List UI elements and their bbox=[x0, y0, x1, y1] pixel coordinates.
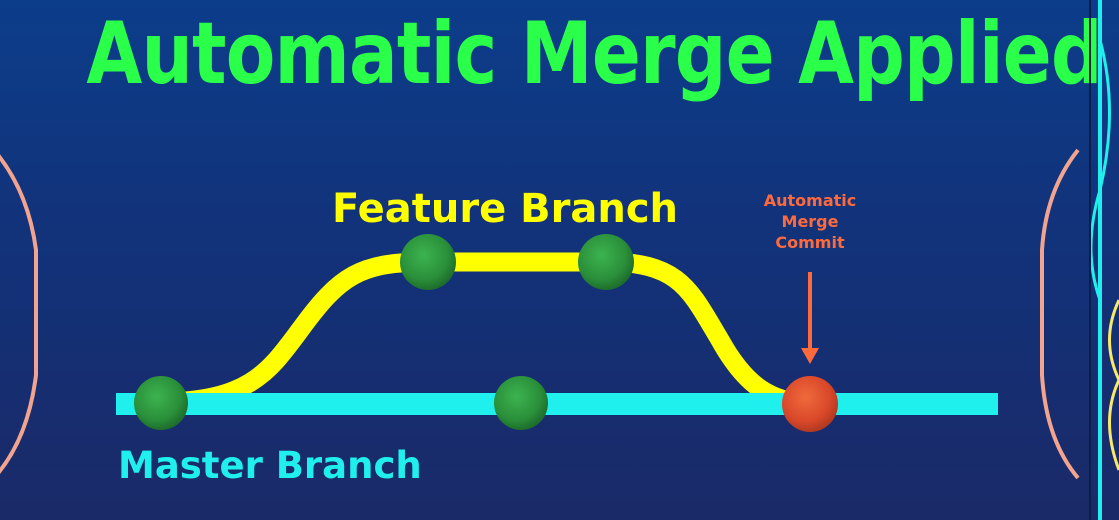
feature-branch-line bbox=[150, 252, 820, 414]
merge-annotation-line-2: Merge bbox=[782, 212, 839, 231]
feature-commit-node-2 bbox=[578, 234, 634, 290]
feature-branch-label: Feature Branch bbox=[332, 186, 678, 232]
right-edge-wave-upper bbox=[1089, 39, 1111, 301]
master-branch-line bbox=[116, 393, 998, 415]
right-bracket-decoration bbox=[1040, 148, 1080, 480]
left-bracket-decoration bbox=[0, 154, 38, 474]
page-title: Automatic Merge Applied bbox=[86, 4, 1102, 104]
master-commit-node-1 bbox=[134, 376, 188, 430]
merge-arrow-head bbox=[801, 348, 819, 364]
merge-commit-node bbox=[782, 376, 838, 432]
merge-annotation-line-3: Commit bbox=[775, 233, 845, 252]
merge-annotation-line-1: Automatic bbox=[764, 191, 857, 210]
right-edge-wave-lower bbox=[1108, 299, 1119, 471]
master-commit-node-2 bbox=[494, 376, 548, 430]
feature-commit-node-1 bbox=[400, 234, 456, 290]
master-branch-label: Master Branch bbox=[118, 444, 422, 487]
